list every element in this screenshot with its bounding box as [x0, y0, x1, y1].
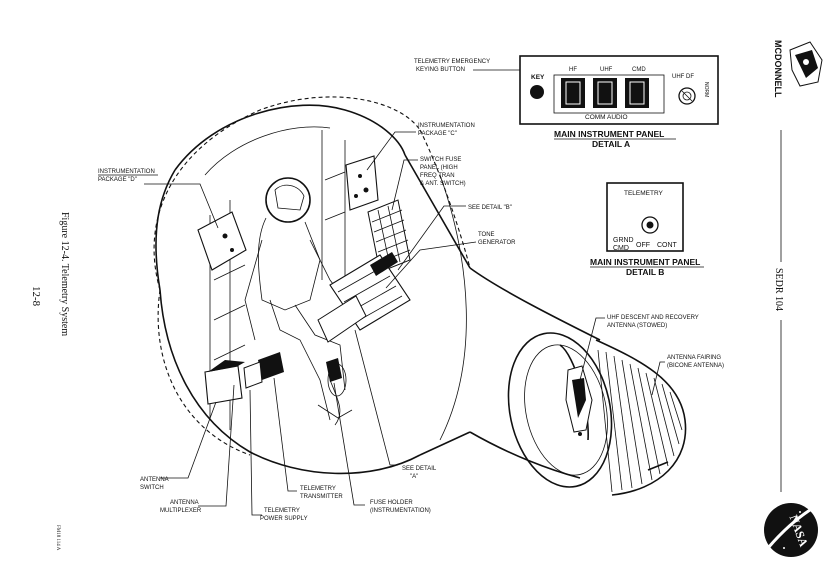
nasa-logo: NASA	[764, 503, 819, 557]
document-id: SEDR 104	[773, 268, 784, 311]
instrumentation-package-c	[345, 155, 379, 211]
detail-b-subtitle: DETAIL B	[626, 267, 664, 277]
telemetry-emergency-label-1: TELEMETRY EMERGENCY	[414, 59, 490, 65]
mcdonnell-logo	[789, 41, 823, 87]
telemetry-emergency-label-2: KEYING BUTTON	[416, 67, 465, 73]
cmd-label: CMD	[632, 67, 646, 73]
telemetry-transmitter	[243, 352, 284, 389]
form-number: FM18 114 A	[55, 525, 60, 551]
switch-fuse-label-2: PANEL (HIGH	[420, 165, 458, 171]
grnd-label: GRND	[613, 237, 634, 244]
detail-b-title: MAIN INSTRUMENT PANEL	[590, 257, 700, 267]
antenna-switch-label-1: ANTENNA	[140, 477, 169, 483]
antenna-fairing-label-1: ANTENNA FAIRING	[667, 355, 721, 361]
detail-b-panel: TELEMETRY GRND CMD OFF CONT	[606, 182, 684, 252]
tone-generator-label-1: TONE	[478, 232, 495, 238]
uhf-indicator	[593, 78, 617, 108]
telemetry-switch	[641, 216, 659, 234]
detail-a-title: MAIN INSTRUMENT PANEL	[554, 129, 664, 139]
cont-label: CONT	[657, 242, 678, 249]
see-detail-a-label-1: SEE DETAIL	[402, 466, 437, 472]
switch-fuse-label-1: SWITCH FUSE	[420, 157, 461, 163]
off-label: OFF	[636, 242, 650, 249]
instrument-console	[317, 252, 411, 343]
comm-audio-label: COMM AUDIO	[585, 114, 628, 121]
detail-a-panel: KEY HF UHF CMD UHF DF NORM COMM AUDIO	[519, 55, 719, 125]
key-label: KEY	[531, 74, 545, 81]
telemetry-transmitter-label-1: TELEMETRY	[300, 486, 336, 492]
uhf-descent-label-1: UHF DESCENT AND RECOVERY	[607, 315, 699, 321]
telemetry-power-supply-label-2: POWER SUPPLY	[260, 516, 308, 522]
antenna-fairing-label-2: (BICONE ANTENNA)	[667, 363, 724, 369]
telemetry-power-supply-label-1: TELEMETRY	[264, 508, 300, 514]
tone-generator-label-2: GENERATOR	[478, 240, 516, 246]
emergency-key-button	[530, 85, 544, 99]
fuse-holder	[326, 358, 342, 382]
fuse-holder-label-2: (INSTRUMENTATION)	[370, 508, 431, 514]
instrumentation-package-d	[197, 211, 247, 271]
cmd-indicator	[625, 78, 649, 108]
instr-pkg-c-label-1: INSTRUMENTATION	[418, 123, 475, 129]
switch-fuse-label-4: & ANT. SWITCH)	[420, 181, 466, 187]
detail-a-subtitle: DETAIL A	[592, 139, 630, 149]
telemetry-header: TELEMETRY	[624, 190, 664, 197]
instr-pkg-d-label-2: PACKAGE "D"	[98, 177, 137, 183]
see-detail-a-label-2: "A"	[410, 474, 418, 480]
switch-fuse-panel	[367, 199, 411, 273]
capsule-illustration	[153, 96, 687, 496]
instr-pkg-d-label-1: INSTRUMENTATION	[98, 169, 155, 175]
fuse-holder-label-1: FUSE HOLDER	[370, 500, 413, 506]
hf-indicator	[561, 78, 585, 108]
antenna-switch-label-2: SWITCH	[140, 485, 164, 491]
antenna-multiplexer-label-1: ANTENNA	[170, 500, 199, 506]
company-name: MCDONNELL	[773, 40, 783, 98]
uhf-antenna-stowed	[565, 365, 593, 436]
instr-pkg-c-label-2: PACKAGE "C"	[418, 131, 457, 137]
see-detail-b-label: SEE DETAIL "B"	[468, 205, 512, 211]
uhf-df-switch	[678, 87, 696, 105]
cmd-label-b: CMD	[613, 245, 629, 252]
figure-caption: Figure 12-4. Telemetry System	[59, 212, 70, 336]
uhf-df-label: UHF DF	[672, 74, 694, 80]
leader-lines	[144, 69, 665, 516]
astronaut	[244, 177, 353, 426]
telemetry-transmitter-label-2: TRANSMITTER	[300, 494, 343, 500]
switch-fuse-label-3: FREQ TRAN	[420, 173, 455, 179]
uhf-label: UHF	[600, 67, 613, 73]
hf-label: HF	[569, 67, 577, 73]
bicone-antenna-ribs	[597, 349, 683, 493]
page-number: 12-8	[30, 286, 42, 307]
norm-label: NORM	[703, 82, 709, 97]
antenna-switch-box	[204, 360, 245, 405]
antenna-multiplexer-label-2: MULTIPLEXER	[160, 508, 202, 514]
uhf-descent-label-2: ANTENNA (STOWED)	[607, 323, 667, 329]
